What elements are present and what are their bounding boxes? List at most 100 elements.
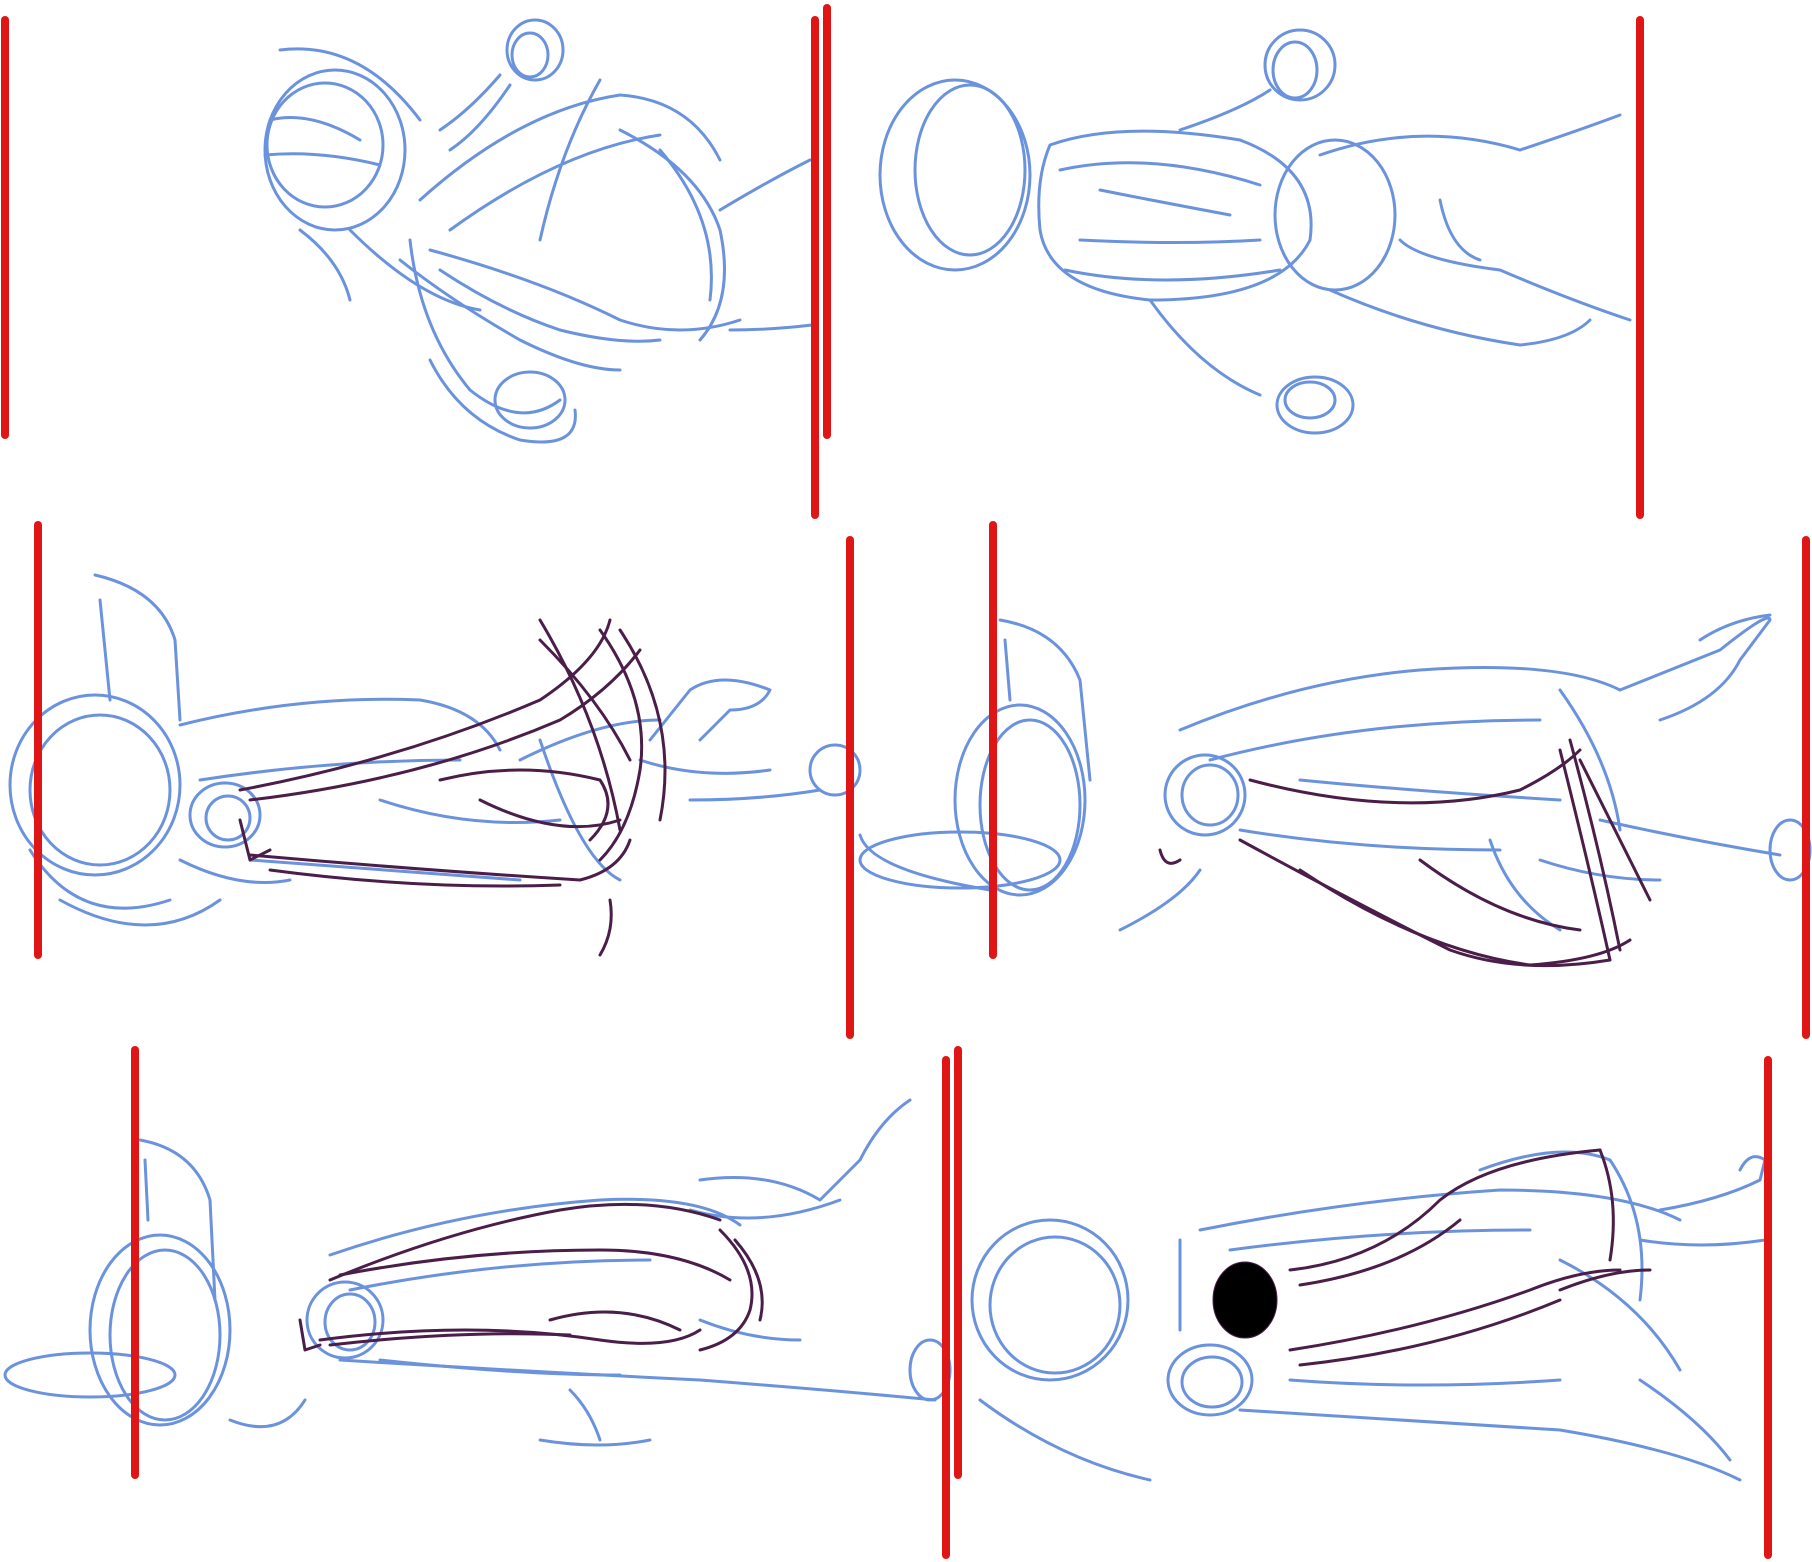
- head-sketch: [108, 1248, 222, 1422]
- leg-outline: [1288, 1268, 1622, 1352]
- leg-stroke: [1538, 858, 1662, 882]
- arm-stroke: [638, 758, 772, 775]
- sketch-strokes-blue: [263, 18, 814, 444]
- sketch-strokes-blue: [858, 613, 1812, 932]
- headrest-stroke: [143, 1158, 150, 1222]
- torso-stroke: [1037, 129, 1313, 302]
- headrest-stroke: [138, 1138, 217, 1302]
- leg-stroke: [1398, 238, 1632, 322]
- arm-stroke: [1638, 1238, 1767, 1247]
- thigh-outline: [478, 798, 622, 829]
- knee-outline: [1568, 738, 1622, 952]
- sketch-strokes-blue: [970, 1150, 1767, 1482]
- headrest-stroke: [98, 598, 112, 702]
- torso-stroke: [1208, 718, 1542, 762]
- hand-sketch: [323, 1292, 377, 1352]
- arm-stroke: [448, 83, 512, 152]
- body-stroke: [1288, 1378, 1562, 1387]
- leg-outline: [1248, 748, 1582, 805]
- head-sketch: [913, 83, 1027, 257]
- panel-top-right: [878, 16, 1644, 519]
- sketch-strokes-purple: [1212, 1148, 1652, 1367]
- torso-stroke: [428, 248, 742, 332]
- headrest-stroke: [1003, 638, 1012, 702]
- body-stroke: [1238, 828, 1502, 852]
- thigh-outline: [538, 638, 632, 762]
- body-stroke: [178, 858, 292, 884]
- hand-sketch: [305, 1280, 385, 1360]
- panel-middle-right: [858, 521, 1812, 1039]
- panel-bottom-left: [3, 1046, 952, 1559]
- hand-sketch: [505, 18, 565, 82]
- body-stroke: [1608, 1158, 1644, 1302]
- torso-stroke: [248, 858, 522, 882]
- head-sketch: [970, 1218, 1130, 1382]
- panel-bottom-right: [954, 1046, 1772, 1559]
- sketch-strokes-purple: [1158, 738, 1652, 968]
- headrest-stroke: [58, 898, 222, 927]
- shoulder-stroke: [978, 1398, 1152, 1482]
- arm-stroke: [698, 1098, 912, 1202]
- leg-stroke: [538, 1438, 652, 1447]
- leg-stroke: [1518, 113, 1622, 152]
- body-stroke: [28, 848, 172, 910]
- arm-stroke: [688, 788, 822, 802]
- head-sketch: [8, 693, 182, 877]
- leg-stroke: [1328, 288, 1592, 347]
- arm-stroke: [1148, 298, 1262, 397]
- head-sketch: [263, 68, 407, 232]
- head-sketch: [878, 78, 1032, 272]
- leg-outline: [1298, 1218, 1462, 1287]
- hand-sketch: [1163, 753, 1247, 837]
- leg-outline: [268, 868, 562, 888]
- hand-outline: [1158, 848, 1182, 865]
- arm-stroke: [688, 1198, 842, 1220]
- hand-sketch: [510, 31, 550, 79]
- hand-sketch: [1180, 763, 1240, 827]
- leg-outline: [248, 838, 632, 882]
- thigh-outline: [438, 768, 610, 842]
- leg-outline: [248, 648, 642, 802]
- body-stroke: [1118, 868, 1202, 932]
- guide-lines-red: [954, 1046, 1772, 1559]
- hand-sketch: [1166, 1343, 1254, 1417]
- leg-stroke: [1438, 198, 1482, 262]
- head-sketch: [953, 703, 1087, 897]
- hair-stroke: [298, 228, 352, 302]
- body-stroke: [538, 78, 602, 242]
- body-stroke: [378, 1358, 622, 1377]
- torso-stroke: [348, 1258, 652, 1292]
- torso-stroke: [1058, 161, 1262, 187]
- knee-outline: [1578, 758, 1652, 902]
- sketch-strokes-purple: [298, 1202, 764, 1352]
- arm-stroke: [1698, 613, 1772, 642]
- face-stroke: [263, 152, 382, 167]
- sketch-strokes-blue: [3, 1098, 952, 1447]
- knee-outline: [598, 628, 644, 862]
- collar-sketch: [858, 830, 1062, 890]
- guide-lines-red: [1, 4, 831, 519]
- headrest-stroke: [998, 618, 1092, 782]
- hand-sketch: [1180, 1355, 1244, 1409]
- torso-stroke: [198, 758, 462, 782]
- hand-sketch: [204, 794, 252, 842]
- leg-outline: [338, 1248, 732, 1282]
- knee-outline: [618, 628, 667, 822]
- arm-stroke: [438, 73, 502, 132]
- leg-outline: [238, 618, 612, 792]
- sketch-strokes-blue: [878, 28, 1632, 435]
- thigh-outline: [548, 1310, 682, 1332]
- leg-stroke: [1318, 134, 1522, 157]
- leg-stroke: [568, 1388, 602, 1442]
- leg-stroke: [728, 323, 814, 332]
- hand-sketch: [188, 781, 262, 849]
- arm-stroke: [1178, 88, 1272, 132]
- headrest-stroke: [93, 573, 182, 722]
- torso-stroke: [1228, 1228, 1532, 1252]
- hand-outline: [1212, 1261, 1278, 1339]
- shoulder-stroke: [858, 833, 992, 892]
- leg-outline: [1238, 838, 1612, 968]
- head-sketch: [28, 713, 172, 867]
- hand-sketch: [493, 370, 567, 430]
